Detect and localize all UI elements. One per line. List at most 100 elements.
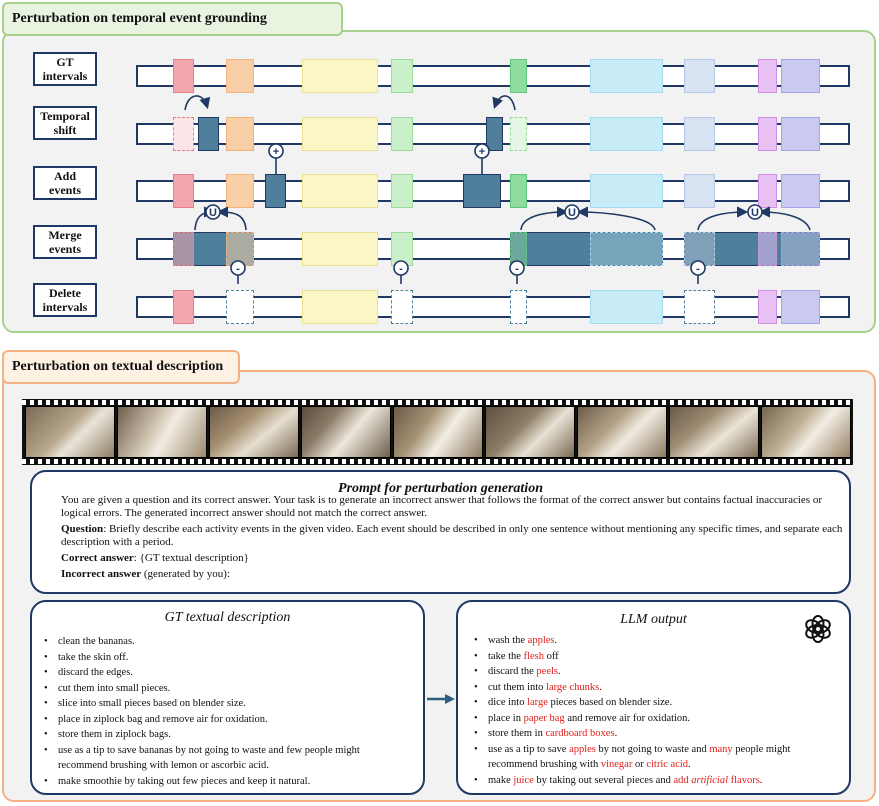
video-frame — [301, 406, 391, 458]
section-title-temporal-text: Perturbation on temporal event grounding — [12, 11, 267, 26]
item-text: pieces based on blender size. — [547, 697, 673, 708]
perturbed-word: artificial — [691, 774, 728, 786]
llm-output-item: make juice by taking out several pieces … — [472, 773, 812, 789]
deleted-interval-outline — [226, 290, 254, 324]
gt-description-item: cut them into small pieces. — [42, 681, 407, 697]
added-event-segment — [265, 174, 286, 208]
original-position-outline — [510, 117, 527, 151]
perturbed-word: flesh — [523, 650, 544, 662]
event-segment — [302, 232, 378, 266]
llm-output-list: wash the apples.take the flesh offdiscar… — [472, 633, 812, 788]
row-label: Merge events — [33, 225, 97, 259]
prompt-correct-answer: Correct answer: {GT textual description} — [61, 552, 851, 565]
event-segment — [226, 59, 254, 93]
shift-arrow — [184, 95, 211, 111]
event-segment — [590, 59, 663, 93]
perturbed-word: apples — [527, 635, 555, 646]
item-text: dice into — [488, 697, 528, 708]
event-segment — [590, 117, 663, 151]
video-filmstrip — [22, 399, 853, 465]
event-segment — [173, 290, 194, 324]
delete-icon-glyph: - — [236, 263, 240, 275]
event-segment — [758, 290, 777, 324]
video-frame — [761, 406, 851, 458]
llm-output-item: store them in cardboard boxes. — [472, 726, 812, 742]
event-segment — [590, 290, 663, 324]
perturbed-word: large chunks — [546, 681, 600, 693]
item-text: place in — [488, 712, 524, 724]
item-text: people might recommend brushing with — [488, 743, 791, 771]
event-segment — [510, 174, 527, 208]
gt-description-item: store them in ziplock bags. — [42, 727, 407, 743]
perturbed-word: apples — [569, 743, 596, 755]
delete-icon-glyph: - — [515, 263, 519, 275]
event-segment — [391, 59, 413, 93]
merged-source-outline — [173, 232, 194, 266]
llm-output-item: cut them into large chunks. — [472, 680, 812, 696]
deleted-interval-outline — [684, 290, 715, 324]
add-event-icon-glyph: + — [479, 146, 485, 158]
perturbed-word: juice — [513, 774, 534, 786]
event-segment — [684, 174, 715, 208]
question-text: : Briefly describe each activity events … — [61, 523, 843, 548]
gt-description-item: use as a tip to save bananas by not goin… — [42, 743, 407, 774]
original-position-outline — [173, 117, 194, 151]
event-segment — [781, 59, 820, 93]
incorrect-answer-label: Incorrect answer — [61, 568, 142, 580]
row-label: Delete intervals — [33, 283, 97, 317]
event-segment — [781, 290, 820, 324]
perturbed-word: large — [527, 697, 548, 708]
event-segment — [302, 290, 378, 324]
llm-output-title: LLM output — [620, 612, 687, 627]
llm-output-item: wash the apples. — [472, 633, 812, 649]
merged-source-outline — [781, 232, 820, 266]
merge-arrow-right — [758, 206, 811, 231]
merged-event-segment — [684, 232, 820, 266]
video-frame — [577, 406, 667, 458]
perturbed-word: flavors — [728, 774, 760, 786]
item-text: . — [688, 759, 691, 770]
gt-description-card: GT textual description clean the bananas… — [30, 600, 425, 795]
item-text: . — [599, 681, 602, 693]
film-perforations-bottom — [22, 459, 853, 464]
prompt-body: You are given a question and its correct… — [61, 494, 851, 584]
event-segment — [302, 174, 378, 208]
item-text: . — [557, 666, 561, 677]
shifted-segment — [486, 117, 503, 151]
video-frame — [669, 406, 759, 458]
prompt-card: Prompt for perturbation generation You a… — [30, 470, 851, 594]
prompt-question: Question: Briefly describe each activity… — [61, 523, 851, 549]
item-text: store them in — [488, 728, 546, 739]
item-text: or — [632, 759, 647, 770]
event-segment — [758, 59, 777, 93]
merge-union-icon — [747, 204, 763, 220]
item-text: wash the — [488, 635, 528, 646]
event-segment — [302, 59, 378, 93]
merge-union-icon-glyph: U — [751, 207, 759, 219]
row-label: GT intervals — [33, 52, 97, 86]
item-text: by taking out several pieces and — [533, 774, 674, 786]
gt-description-item: slice into small pieces based on blender… — [42, 696, 407, 712]
gt-description-item: place in ziplock bag and remove air for … — [42, 712, 407, 728]
llm-output-card: LLM output wash the apples.take the fles… — [456, 600, 851, 795]
item-text: and remove air for oxidation. — [564, 712, 691, 724]
row-label: Add events — [33, 166, 97, 200]
deleted-interval-outline — [391, 290, 413, 324]
perturbed-word: vinegar — [600, 759, 633, 770]
perturbed-word: peels — [536, 666, 558, 677]
gt-description-item: clean the bananas. — [42, 634, 407, 650]
event-segment — [173, 174, 194, 208]
delete-icon-glyph: - — [399, 263, 403, 275]
llm-output-item: dice into large pieces based on blender … — [472, 695, 812, 711]
merged-event-segment — [510, 232, 663, 266]
deleted-interval-outline — [510, 290, 527, 324]
item-text: make — [488, 774, 514, 786]
event-segment — [781, 117, 820, 151]
shifted-segment — [198, 117, 219, 151]
llm-output-item: take the flesh off — [472, 649, 812, 665]
event-segment — [684, 59, 715, 93]
event-segment — [173, 59, 194, 93]
incorrect-answer-text: (generated by you): — [141, 568, 231, 580]
shift-arrow — [492, 95, 516, 111]
